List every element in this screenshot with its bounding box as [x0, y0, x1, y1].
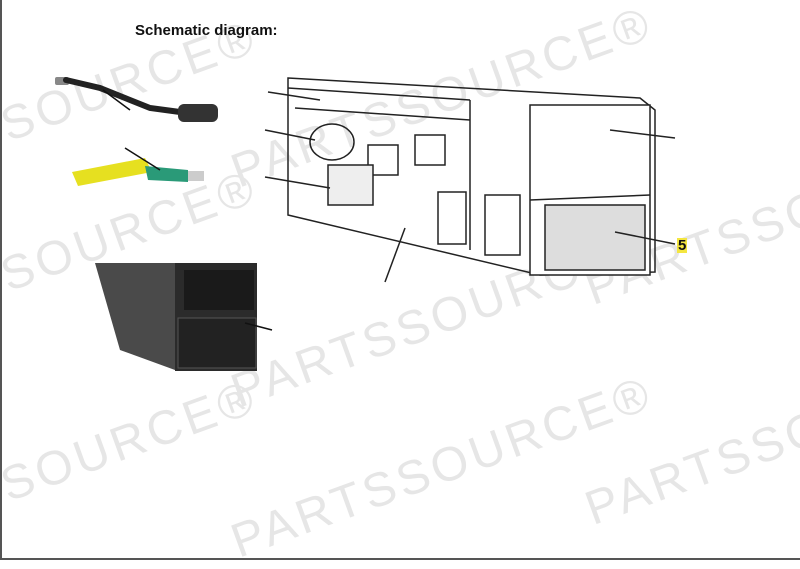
usb-stick-figure	[72, 147, 204, 186]
page-title: Schematic diagram:	[135, 22, 278, 39]
workstation-photo-figure	[95, 263, 273, 371]
usb-cable-figure	[55, 77, 218, 122]
callout-label-5: 5	[677, 237, 688, 254]
open-chassis-figure	[264, 77, 676, 283]
